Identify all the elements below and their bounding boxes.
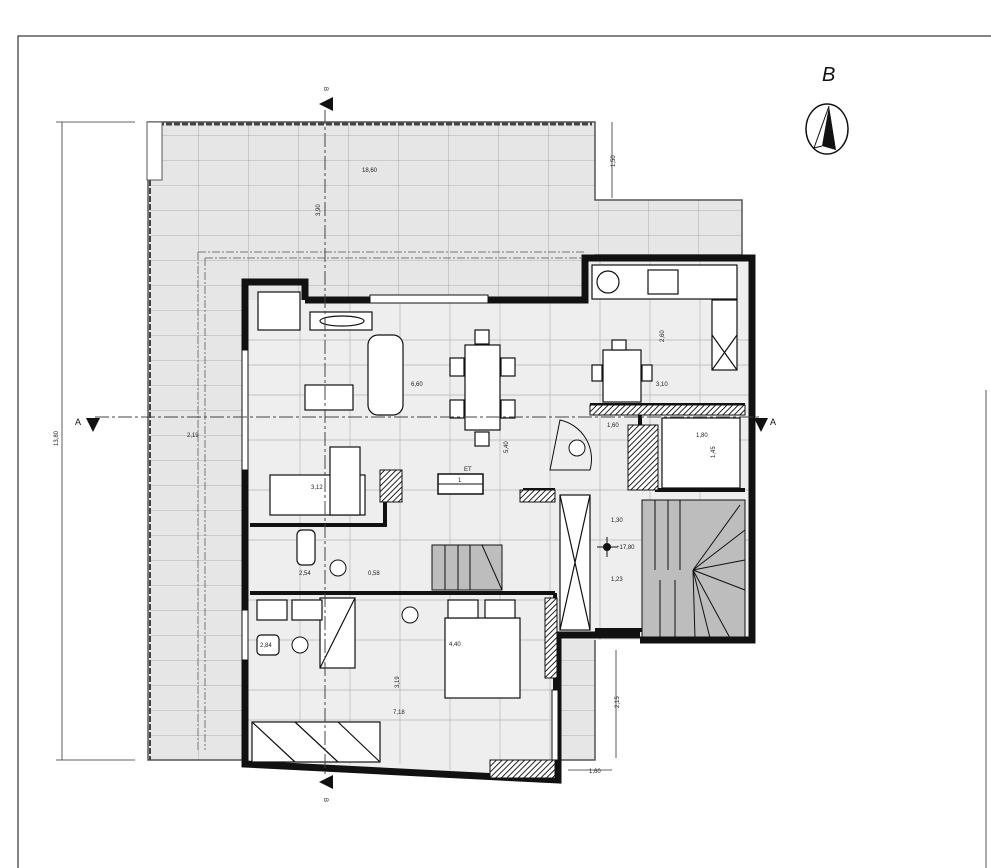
coffee-table xyxy=(304,384,354,411)
dim-storage-depth: 1,45 xyxy=(711,446,717,458)
dim-kitchen-width: 3,10 xyxy=(656,382,668,388)
dim-wc-width: 2,54 xyxy=(299,571,311,577)
spot-level-marker: +17,80 xyxy=(597,537,635,557)
furniture xyxy=(251,264,741,763)
kitchen-table xyxy=(602,349,642,403)
staircase xyxy=(431,499,746,639)
north-arrow-icon xyxy=(805,103,849,155)
dim-landing-1: 1,30 xyxy=(611,518,623,524)
dim-bedroom-length: 7,18 xyxy=(393,710,405,716)
section-a-right-label: A xyxy=(770,417,776,427)
section-b-bottom-label: B xyxy=(322,798,328,802)
dim-bedroom-width: 4,40 xyxy=(449,642,461,648)
svg-text:1: 1 xyxy=(458,478,462,484)
dim-bedroom-depth: 3,19 xyxy=(395,676,401,688)
dimension-labels: 13,80 18,60 3,90 2,19 6,60 5,40 3,12 2,5… xyxy=(54,155,717,775)
dim-balcony-width: 1,60 xyxy=(589,769,601,775)
dim-bath-width: 2,84 xyxy=(260,643,272,649)
dim-living-depth: 5,40 xyxy=(504,441,510,453)
section-markers xyxy=(86,97,768,789)
north-label: B xyxy=(822,64,835,86)
svg-text:ET: ET xyxy=(464,467,472,473)
dim-kitchen-depth: 2,60 xyxy=(660,330,666,342)
section-a-left-label: A xyxy=(75,417,81,427)
sofa xyxy=(367,334,404,416)
storage-room xyxy=(661,417,741,489)
dim-storage-width: 1,80 xyxy=(696,433,708,439)
doors xyxy=(291,419,593,654)
dim-wc-gap: 0,58 xyxy=(368,571,380,577)
dim-landing-2: 1,23 xyxy=(611,577,623,583)
sheet-frame xyxy=(17,35,991,868)
bed xyxy=(444,617,521,699)
dim-terrace-width: 18,60 xyxy=(362,168,378,174)
dim-terrace-depth: 3,90 xyxy=(316,204,322,216)
toilet xyxy=(296,529,316,566)
fireplace xyxy=(257,291,301,331)
walls xyxy=(241,254,756,784)
dim-hall-width: 1,60 xyxy=(607,423,619,429)
dim-living-width: 6,60 xyxy=(411,382,423,388)
section-b-top-label: B xyxy=(322,87,328,91)
dimension-lines xyxy=(56,121,617,771)
level-tag: ET 1 xyxy=(437,467,484,495)
section-lines xyxy=(95,110,760,775)
dim-upper-terrace: 1,50 xyxy=(611,155,617,167)
dim-sofa-area: 3,12 xyxy=(311,485,323,491)
dining-table xyxy=(464,344,501,431)
floor-tile-grid xyxy=(245,258,752,776)
dim-overall-height: 13,80 xyxy=(54,430,60,446)
dim-balcony-depth: 2,15 xyxy=(615,696,621,708)
svg-text:+17,80: +17,80 xyxy=(616,545,635,551)
dim-terrace-side: 2,19 xyxy=(187,433,199,439)
